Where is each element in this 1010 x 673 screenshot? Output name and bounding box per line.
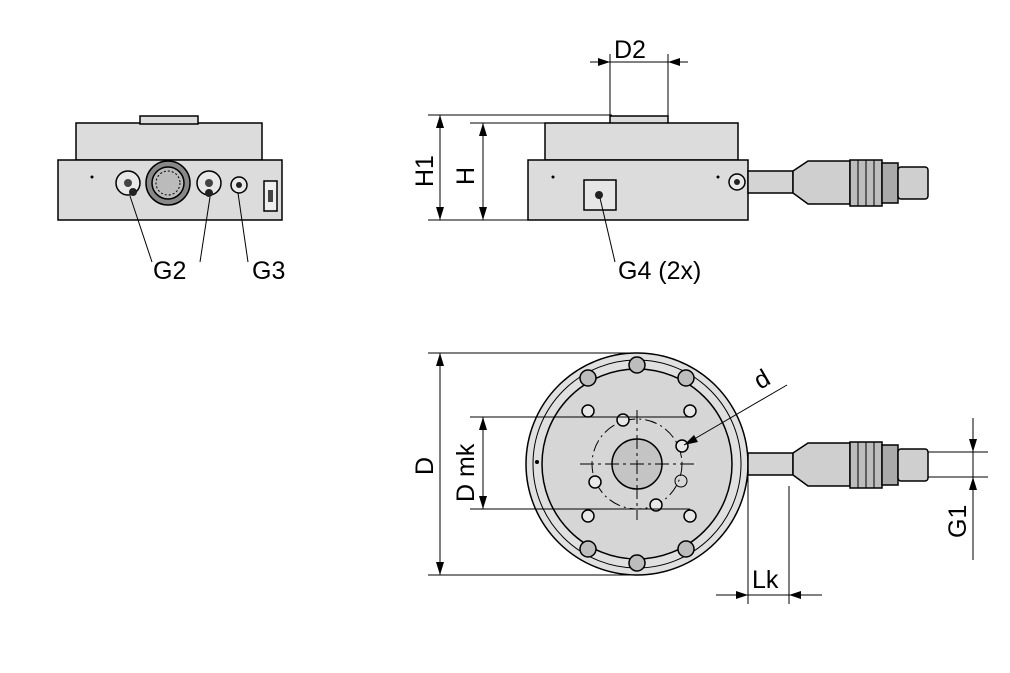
- label-h1: H1: [411, 155, 439, 187]
- front-view-boss: [139, 115, 199, 125]
- label-g2: G2: [153, 257, 186, 285]
- label-g4: G4 (2x): [618, 257, 701, 285]
- side-view-top-plate: [544, 122, 739, 161]
- label-g1: G1: [944, 505, 972, 538]
- label-d-small: d: [749, 364, 775, 395]
- side-view-cable: [747, 170, 794, 194]
- flange-screws: [579, 356, 695, 572]
- side-view-base: [527, 159, 749, 221]
- label-d: D: [411, 457, 439, 475]
- side-view: G4 (2x) D2 H1 H: [411, 36, 929, 285]
- label-dmk: D mk: [452, 443, 480, 502]
- label-h: H: [452, 167, 480, 185]
- label-lk: Lk: [752, 566, 779, 594]
- plate-holes: [581, 404, 697, 523]
- top-view-plug: [792, 442, 851, 487]
- top-view-cable: [747, 452, 794, 476]
- top-view: D D mk d Lk G1: [411, 352, 988, 604]
- label-g3: G3: [252, 257, 285, 285]
- front-view: G2 G3: [57, 115, 285, 285]
- front-view-top-plate: [75, 122, 263, 161]
- side-view-plug: [792, 160, 851, 205]
- label-d2: D2: [614, 36, 646, 64]
